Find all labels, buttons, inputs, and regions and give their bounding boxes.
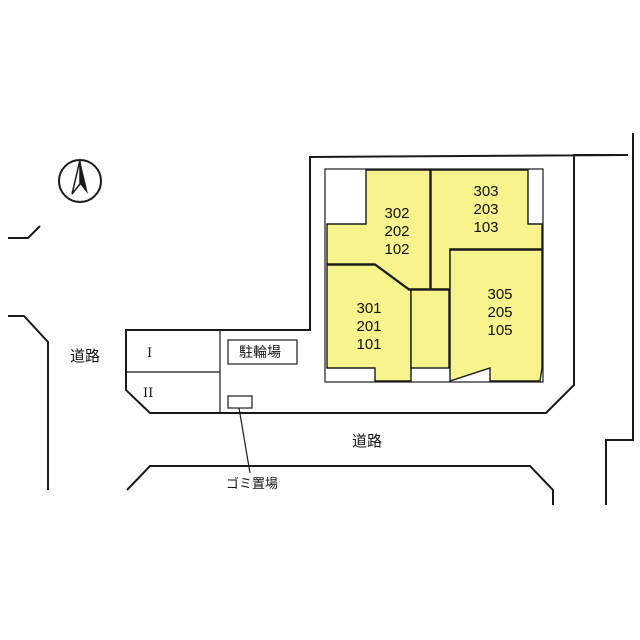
room-number: 103 <box>473 219 498 236</box>
room-number: 203 <box>473 201 498 218</box>
room-number: 205 <box>487 304 512 321</box>
room-numbers-top-left: 302 202 102 <box>384 205 409 258</box>
room-number: 201 <box>356 318 381 335</box>
room-number: 102 <box>384 241 409 258</box>
room-number: 303 <box>473 183 498 200</box>
unit-302-202-102 <box>326 169 431 290</box>
unit-303-203-103 <box>430 169 543 290</box>
street-line-bottom <box>126 465 554 505</box>
north-arrow-icon <box>58 159 102 203</box>
room-number: 302 <box>384 205 409 222</box>
street-line-upper-left <box>8 225 41 239</box>
bicycle-parking-label: 駐輪場 <box>239 344 281 361</box>
zone-1-label: I <box>147 346 152 361</box>
room-numbers-top-right: 303 203 103 <box>473 183 498 236</box>
garbage-area-label: ゴミ置場 <box>226 476 278 492</box>
unit-305-205-105 <box>449 249 543 382</box>
corridor-core <box>410 289 450 369</box>
unit-301-201-101 <box>326 264 412 382</box>
street-line-right <box>605 133 634 505</box>
garbage-area-box <box>227 395 253 409</box>
room-number: 101 <box>356 336 381 353</box>
bicycle-parking-box <box>227 339 298 365</box>
room-numbers-bottom-right: 305 205 105 <box>487 286 512 339</box>
property-boundary <box>125 154 629 414</box>
room-number: 105 <box>487 322 512 339</box>
room-number: 301 <box>356 300 381 317</box>
street-line-left <box>8 315 49 490</box>
room-numbers-bottom-left: 301 201 101 <box>356 300 381 353</box>
road-label-left: 道路 <box>70 347 100 365</box>
room-number: 305 <box>487 286 512 303</box>
garbage-leader-line <box>238 407 251 474</box>
zone-2-label: II <box>143 386 153 401</box>
room-number: 202 <box>384 223 409 240</box>
road-label-bottom: 道路 <box>352 432 382 450</box>
